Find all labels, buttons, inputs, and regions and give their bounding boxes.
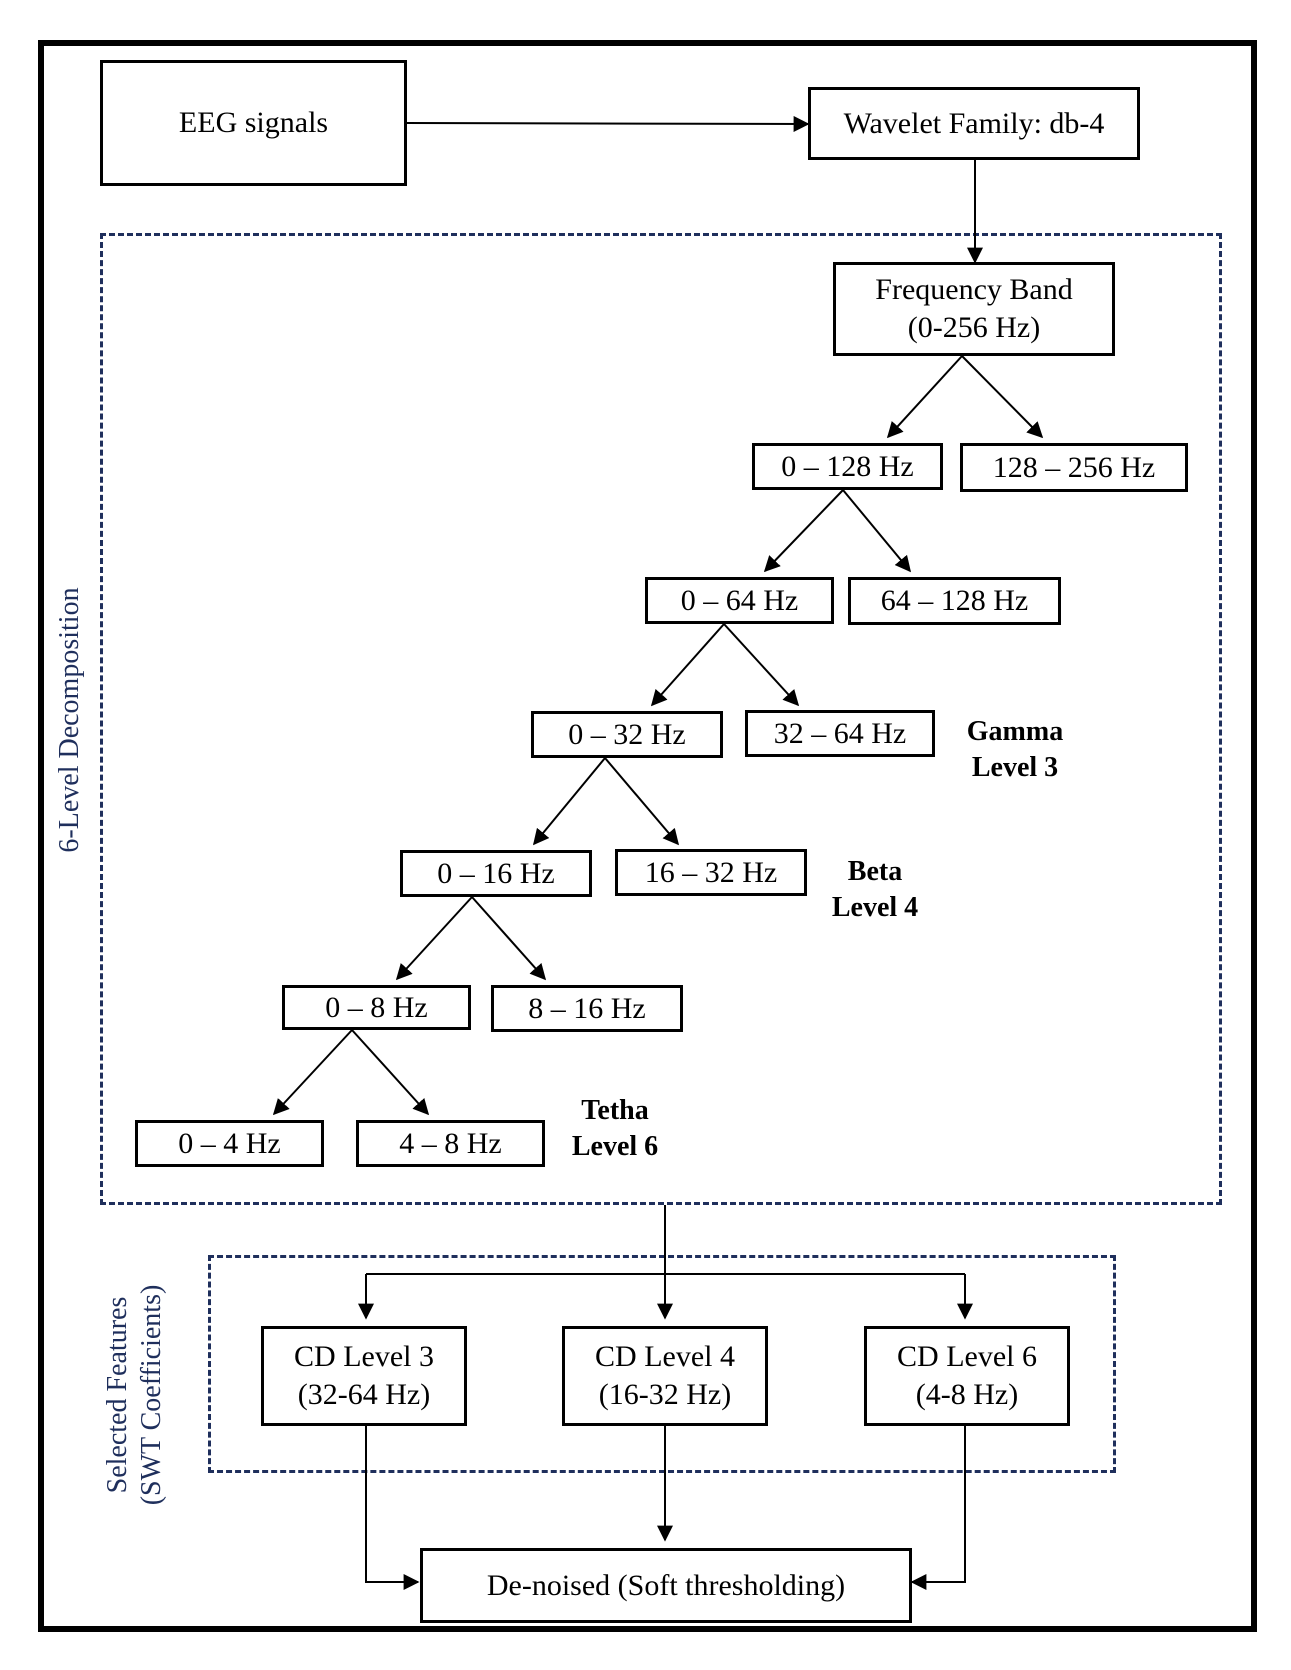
decomposition-group-label: 6-Level Decomposition [54, 587, 85, 853]
denoised-box: De-noised (Soft thresholding) [420, 1548, 912, 1623]
arrow-16-right [471, 896, 547, 981]
cd-level-3-box: CD Level 3 (32-64 Hz) [261, 1326, 467, 1426]
band-64-128-box: 64 – 128 Hz [848, 577, 1061, 625]
arrow-128-left [763, 489, 844, 573]
band-4-8-box: 4 – 8 Hz [356, 1120, 545, 1167]
band-0-64-box: 0 – 64 Hz [645, 577, 834, 624]
frequency-band-box: Frequency Band (0-256 Hz) [833, 262, 1115, 356]
arrow-64-left [650, 623, 725, 707]
arrow-64-right [723, 623, 800, 707]
band-16-32-box: 16 – 32 Hz [615, 849, 807, 896]
arrow-32-right [604, 757, 680, 846]
arrow-cd6-to-denoised [910, 1426, 966, 1590]
band-32-64-box: 32 – 64 Hz [745, 710, 935, 757]
eeg-signals-box: EEG signals [100, 60, 407, 186]
gamma-level-label: Gamma Level 3 [966, 716, 1064, 783]
selected-features-group-label: Selected Features (SWT Coefficients) [102, 1284, 167, 1506]
band-0-32-box: 0 – 32 Hz [531, 711, 723, 758]
cd-level-4-box: CD Level 4 (16-32 Hz) [562, 1326, 768, 1426]
band-0-128-box: 0 – 128 Hz [752, 443, 943, 490]
arrow-8-right [351, 1029, 430, 1116]
arrow-128-right [842, 489, 912, 573]
outer-frame [38, 40, 1257, 1632]
arrow-cd3-to-denoised [365, 1426, 420, 1590]
band-8-16-box: 8 – 16 Hz [491, 985, 683, 1032]
arrow-band-left [886, 355, 963, 439]
arrow-eeg-to-wavelet [406, 115, 810, 132]
band-0-16-box: 0 – 16 Hz [400, 850, 592, 897]
selected-features-group [208, 1255, 1116, 1473]
arrow-8-left [272, 1029, 353, 1116]
wavelet-family-box: Wavelet Family: db-4 [808, 87, 1140, 160]
decomposition-group [100, 233, 1222, 1205]
arrow-16-left [395, 896, 473, 981]
arrow-band-right [961, 355, 1044, 439]
band-0-8-box: 0 – 8 Hz [282, 985, 471, 1030]
tetha-level-label: Tetha Level 6 [571, 1095, 659, 1162]
beta-level-label: Beta Level 4 [831, 856, 919, 923]
band-128-256-box: 128 – 256 Hz [960, 443, 1188, 492]
band-0-4-box: 0 – 4 Hz [135, 1120, 324, 1167]
cd-level-6-box: CD Level 6 (4-8 Hz) [864, 1326, 1070, 1426]
arrow-32-left [532, 757, 606, 846]
